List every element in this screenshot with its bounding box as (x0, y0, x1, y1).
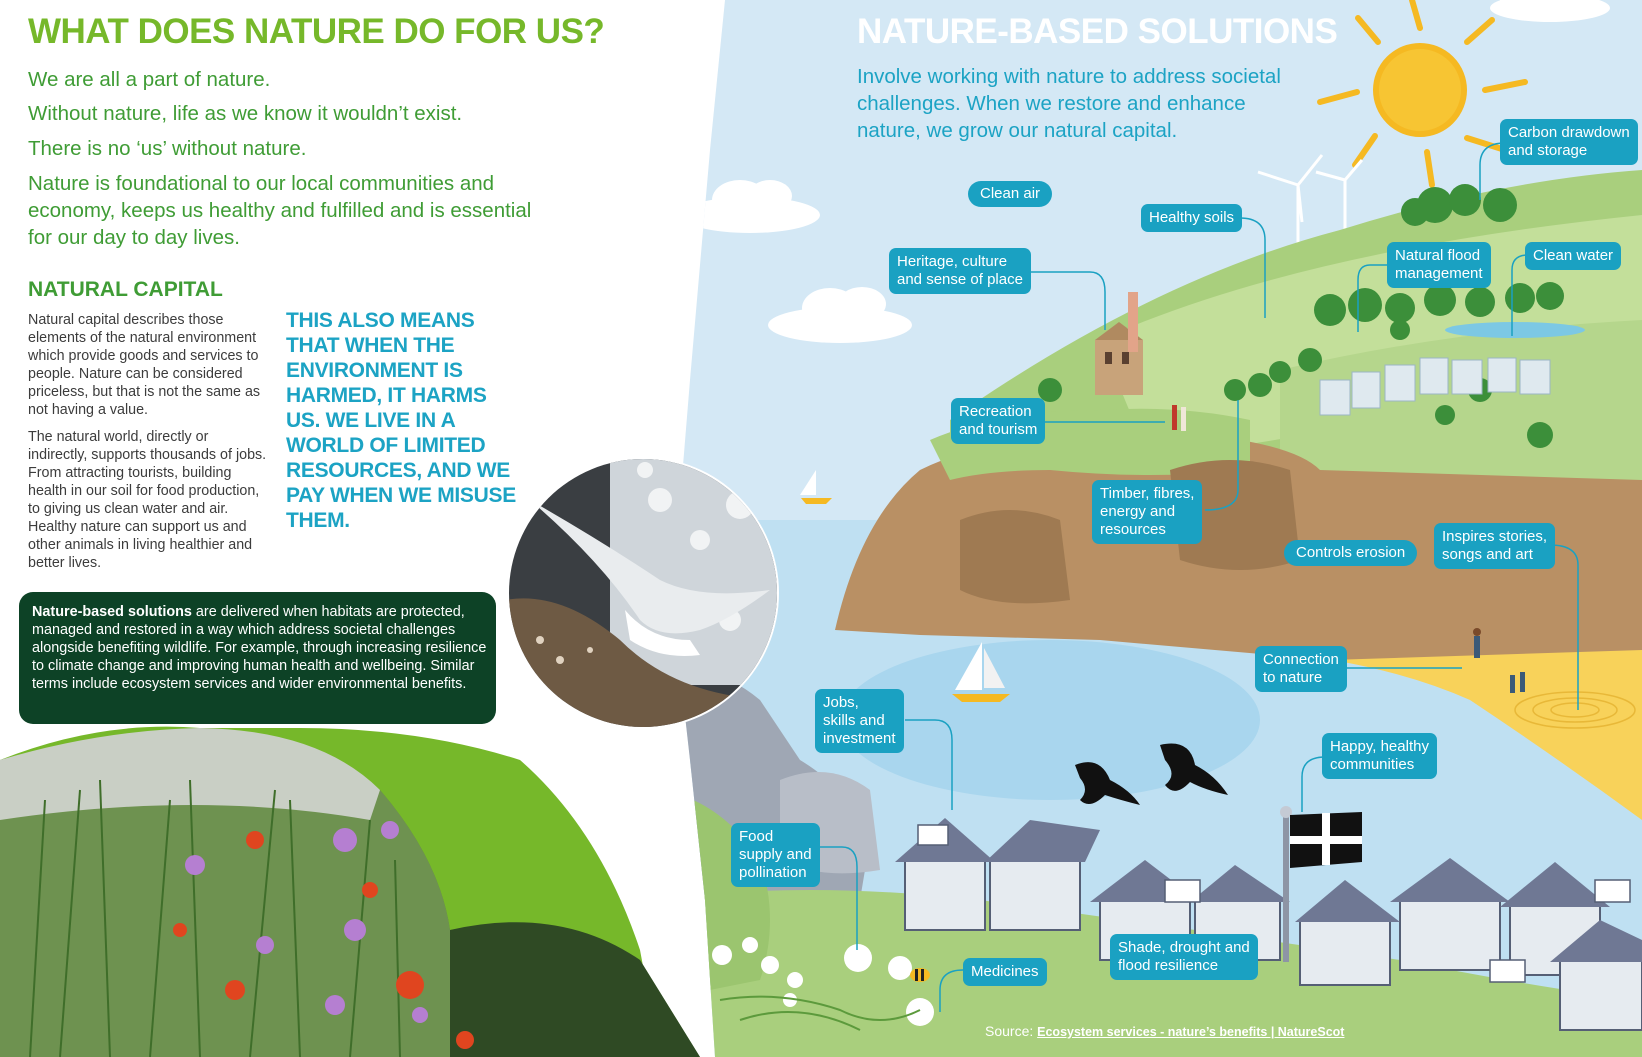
natural-capital-para-1: Natural capital describes those elements… (28, 312, 261, 418)
intro-line-1: We are all a part of nature. (28, 68, 271, 91)
sun-icon (1317, 0, 1528, 188)
landscape-scene (672, 0, 1642, 1057)
label-connection: Connection to nature (1255, 646, 1347, 692)
label-controls-erosion: Controls erosion (1284, 540, 1418, 566)
nbs-intro: Involve working with nature to address s… (857, 65, 1281, 142)
label-heritage: Heritage, culture and sense of place (889, 248, 1031, 294)
label-natural-flood: Natural flood management (1387, 242, 1491, 288)
bee-icon (910, 968, 930, 982)
intro-paragraph: Nature is foundational to our local comm… (28, 172, 532, 249)
nbs-definition-box (19, 592, 496, 724)
source-prefix: Source: (985, 1023, 1038, 1039)
nbs-title: NATURE-BASED SOLUTIONS (857, 12, 1338, 51)
natural-capital-para-2: The natural world, directly or indirectl… (28, 429, 267, 571)
label-carbon-drawdown: Carbon drawdown and storage (1500, 119, 1638, 165)
nbs-definition-bold: Nature-based solutions (32, 604, 192, 620)
source-credit: Source: Ecosystem services - nature’s be… (985, 1023, 1344, 1039)
label-connectors (812, 142, 1579, 1012)
nbs-definition-text: Nature-based solutions are delivered whe… (32, 603, 487, 693)
label-timber: Timber, fibres, energy and resources (1092, 480, 1203, 544)
people-icon (1172, 405, 1525, 693)
sailboat-icon (800, 470, 1010, 702)
label-food-supply: Food supply and pollination (731, 823, 820, 887)
label-shade-resilience: Shade, drought and flood resilience (1110, 934, 1258, 980)
label-happy-communities: Happy, healthy communities (1322, 733, 1437, 779)
intro-line-2: Without nature, life as we know it would… (28, 102, 463, 125)
cloud-icon (680, 0, 1610, 343)
cornish-flag-icon (1280, 806, 1362, 962)
callout-quote: THIS ALSO MEANS THAT WHEN THE ENVIRONMEN… (286, 309, 516, 532)
label-medicines: Medicines (963, 958, 1047, 986)
meadow-photo (0, 726, 700, 1057)
source-link[interactable]: Ecosystem services - nature’s benefits |… (1037, 1025, 1345, 1039)
label-jobs: Jobs, skills and investment (815, 689, 904, 753)
page-title: WHAT DOES NATURE DO FOR US? (28, 12, 605, 51)
bird-icon (1075, 743, 1228, 805)
label-inspires: Inspires stories, songs and art (1434, 523, 1556, 569)
flowers-icon (712, 937, 934, 1026)
label-clean-air: Clean air (968, 181, 1053, 207)
label-recreation: Recreation and tourism (951, 398, 1046, 444)
nbs-definition-body: are delivered when habitats are protecte… (32, 604, 487, 692)
intro-line-3: There is no ‘us’ without nature. (28, 137, 307, 160)
natural-capital-heading: NATURAL CAPITAL (28, 278, 223, 301)
engine-house-icon (1095, 292, 1143, 395)
label-healthy-soils: Healthy soils (1141, 204, 1243, 232)
label-clean-water: Clean water (1525, 242, 1622, 270)
